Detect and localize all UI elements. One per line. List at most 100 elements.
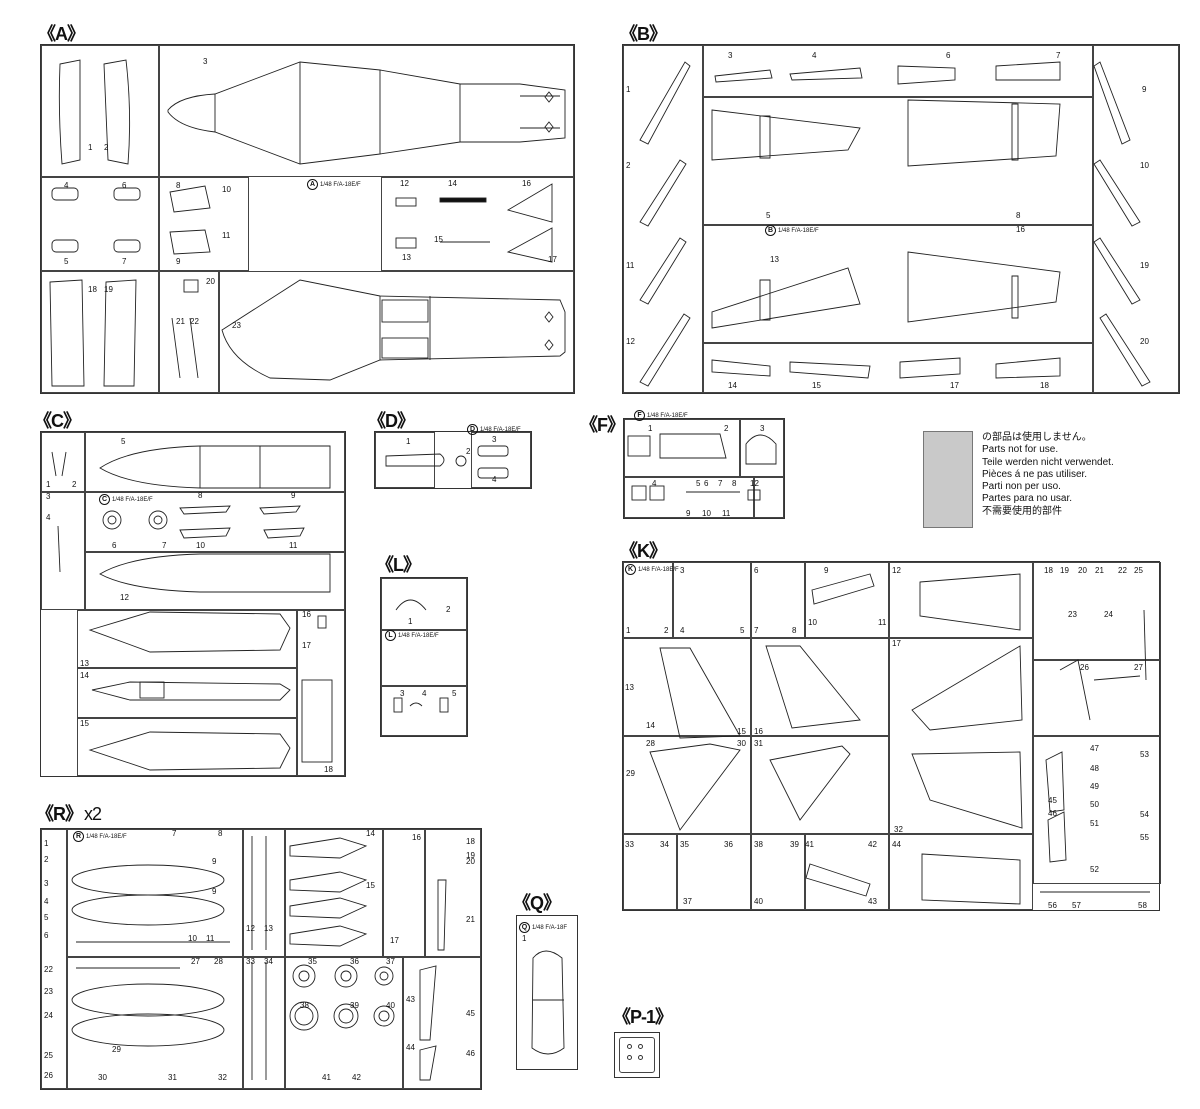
sprue-a-label-21: 21 <box>176 317 185 326</box>
sprue-p1-cell <box>619 1037 655 1073</box>
sprue-k-cell-13-15 <box>623 638 751 736</box>
sprue-b-cell-top-strip <box>703 45 1093 97</box>
sprue-a-label-9: 9 <box>176 257 181 266</box>
sprue-a-cell-parts-1-2 <box>41 45 159 177</box>
sprue-f-label-3: 3 <box>760 424 765 433</box>
sprue-d-title: 《D》 <box>368 411 415 431</box>
sprue-k-label-42: 42 <box>868 840 877 849</box>
sprue-l-cell-1 <box>381 578 467 630</box>
sprue-k-label-21: 21 <box>1095 566 1104 575</box>
sprue-p1-part-4 <box>638 1055 643 1060</box>
sprue-f-title: 《F》 <box>580 415 625 435</box>
sprue-c-cell-14 <box>77 668 297 718</box>
sprue-b-label-9: 9 <box>1142 85 1147 94</box>
sprue-k-cell-44 <box>889 834 1033 910</box>
sprue-r-title: 《R》x2 <box>36 800 102 826</box>
sprue-r-label-7: 7 <box>172 829 177 838</box>
sprue-k-label-14: 14 <box>646 721 655 730</box>
sprue-a-cell-fuselage-upper <box>159 45 574 177</box>
sprue-r-label-18: 18 <box>466 837 475 846</box>
sprue-r-label-21: 21 <box>466 915 475 924</box>
sprue-k-label-22: 22 <box>1118 566 1127 575</box>
sprue-k-cell-16 <box>751 638 889 736</box>
sprue-a-label-16: 16 <box>522 179 531 188</box>
sprue-k-label-47: 47 <box>1090 744 1099 753</box>
sprue-k-label-54: 54 <box>1140 810 1149 819</box>
sprue-r-label-16: 16 <box>412 833 421 842</box>
sprue-a-label-10: 10 <box>222 185 231 194</box>
legend-line-es: Partes para no usar. <box>982 493 1073 505</box>
sprue-k-label-11: 11 <box>878 618 887 627</box>
sprue-k-label-55: 55 <box>1140 833 1149 842</box>
sprue-f-label-2: 2 <box>724 424 729 433</box>
sprue-b-label-6: 6 <box>946 51 951 60</box>
sprue-k-label-24: 24 <box>1104 610 1113 619</box>
sprue-k-label-12: 12 <box>892 566 901 575</box>
sprue-c-label-11: 11 <box>289 541 298 550</box>
sprue-p1-part-3 <box>627 1055 632 1060</box>
sprue-c-cell-left-top <box>41 432 85 492</box>
not-used-swatch <box>923 431 973 528</box>
sprue-a-label-4: 4 <box>64 181 69 190</box>
sprue-r-label-19: 19 <box>466 851 475 860</box>
sprue-k-cell-1-2 <box>623 562 673 638</box>
sprue-c-cell-12 <box>85 552 345 610</box>
sprue-k-cell-3-5 <box>673 562 751 638</box>
sprue-b-label-4: 4 <box>812 51 817 60</box>
sprue-r-label-44: 44 <box>406 1043 415 1052</box>
sprue-c-cell-13 <box>77 610 297 668</box>
sprue-a-label-14: 14 <box>448 179 457 188</box>
sprue-r-label-22: 22 <box>44 965 53 974</box>
sprue-l-label-5: 5 <box>452 689 457 698</box>
sprue-r-label-4: 4 <box>44 897 49 906</box>
sprue-k-label-48: 48 <box>1090 764 1099 773</box>
sprue-r-label-40: 40 <box>386 1001 395 1010</box>
sprue-r-label-41: 41 <box>322 1073 331 1082</box>
sprue-f-cell-4-11 <box>624 477 754 518</box>
sprue-r-label-42: 42 <box>352 1073 361 1082</box>
sprue-l-cell-3-5 <box>381 686 467 736</box>
sprue-k-cell-35-37 <box>677 834 751 910</box>
sprue-k-label-4: 4 <box>680 626 685 635</box>
sprue-k-label-57: 57 <box>1072 901 1081 910</box>
sprue-c-label-6: 6 <box>112 541 117 550</box>
sprue-a-cell-fuselage-lower <box>219 271 574 393</box>
legend-line-fr: Pièces á ne pas utiliser. <box>982 468 1088 480</box>
sprue-k-cell-18-24 <box>1033 562 1161 660</box>
sprue-a-label-13: 13 <box>402 253 411 262</box>
sprue-r-cell-tanks-bottom <box>67 957 243 1089</box>
sprue-f-label-12: 12 <box>750 479 759 488</box>
sprue-l-label-3: 3 <box>400 689 405 698</box>
sprue-r-multiplier: x2 <box>84 804 102 824</box>
sprue-k-label-37: 37 <box>683 897 692 906</box>
sprue-b-label-14: 14 <box>728 381 737 390</box>
sprue-a-label-7: 7 <box>122 257 127 266</box>
sprue-r-cell-18-21 <box>425 829 481 957</box>
sprue-r-label-26: 26 <box>44 1071 53 1080</box>
sprue-a-label-23: 23 <box>232 321 241 330</box>
sprue-b-label-3: 3 <box>728 51 733 60</box>
sprue-b-label-5: 5 <box>766 211 771 220</box>
sprue-c-label-9: 9 <box>291 491 296 500</box>
sprue-r-cell-left-col <box>41 829 67 1089</box>
sprue-a-label-2: 2 <box>104 143 109 152</box>
sprue-a-label-3: 3 <box>203 57 208 66</box>
sprue-r-label-5: 5 <box>44 913 49 922</box>
sprue-b-label-10: 10 <box>1140 161 1149 170</box>
sprue-k-label-34: 34 <box>660 840 669 849</box>
sprue-k-label-35: 35 <box>680 840 689 849</box>
sprue-b-cell-wing-upper <box>703 97 1093 225</box>
sprue-b-label-7: 7 <box>1056 51 1061 60</box>
sprue-r-label-36: 36 <box>350 957 359 966</box>
sprue-d-label-2: 2 <box>466 447 471 456</box>
sprue-k-label-17: 17 <box>892 639 901 648</box>
sprue-k-label-20: 20 <box>1078 566 1087 575</box>
